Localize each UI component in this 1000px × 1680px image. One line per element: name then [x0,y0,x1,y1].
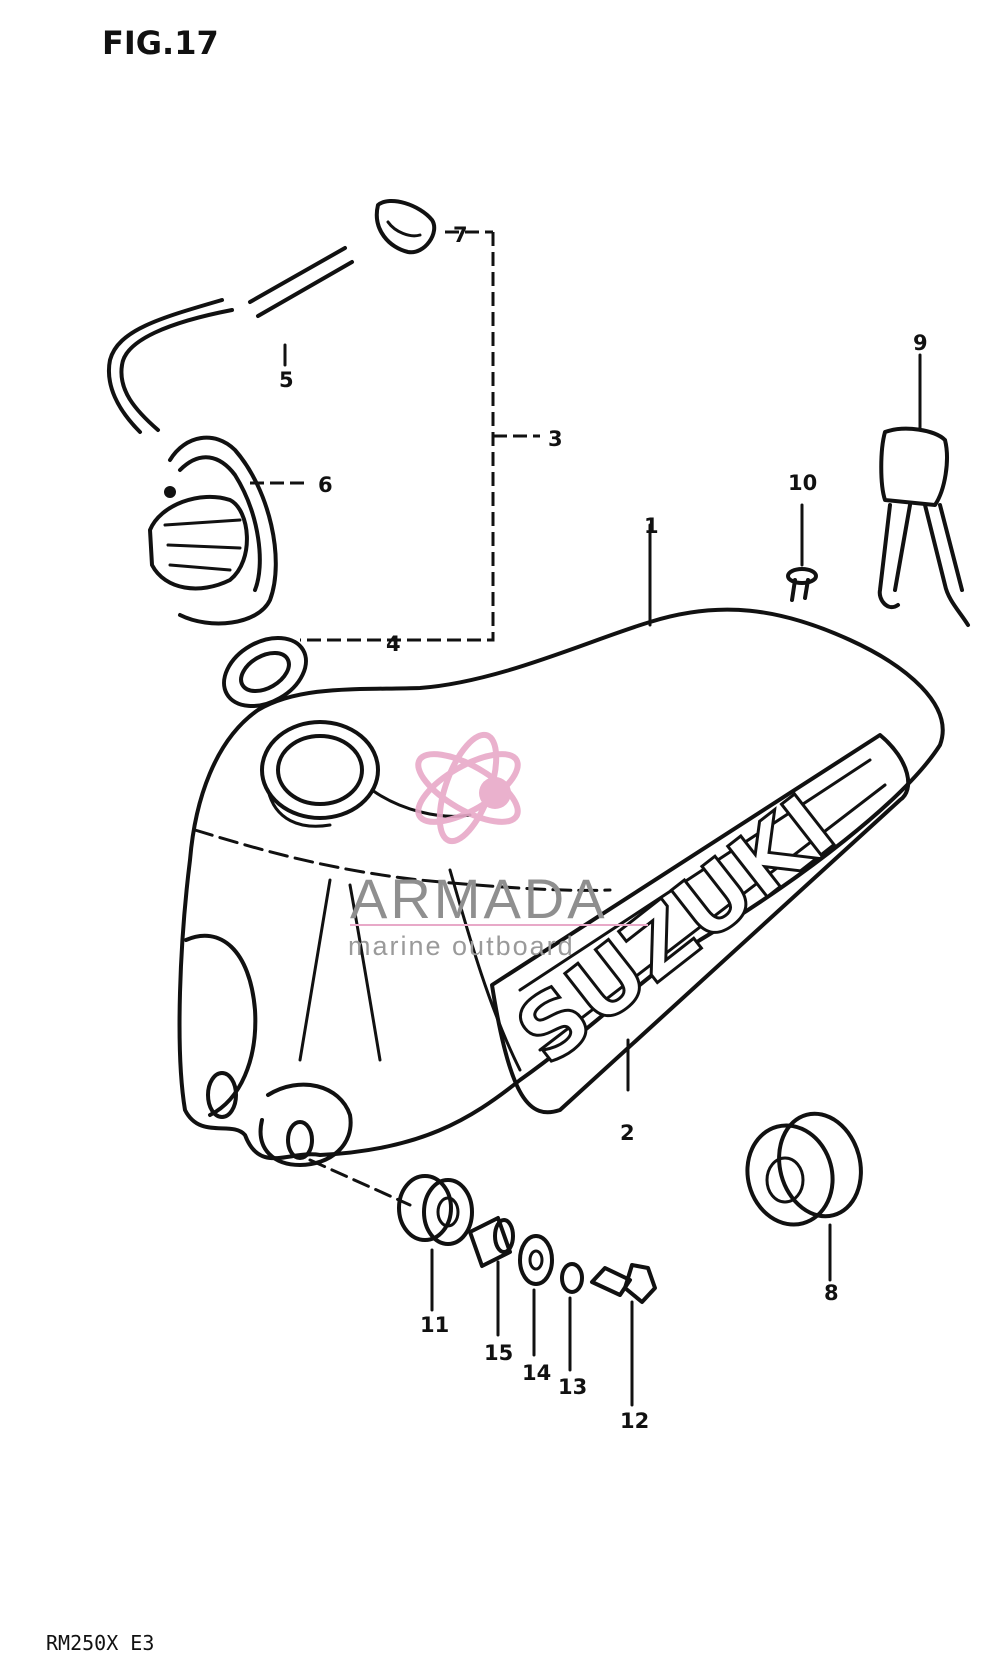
callout-8: 8 [824,1281,839,1305]
fuel-cap [148,435,278,626]
watermark-logo [415,731,521,845]
lock-washer [560,1262,584,1294]
callout-12: 12 [620,1409,649,1433]
callout-3: 3 [548,427,563,451]
watermark-name: ARMADA [350,867,608,930]
cap-gasket [222,635,308,709]
screw [786,567,818,602]
callout-7: 7 [453,223,468,247]
leader-lines [250,230,922,1407]
breather-hose [107,246,354,434]
callout-15: 15 [484,1341,513,1365]
watermark-tagline: marine outboard [348,931,575,961]
callout-1: 1 [644,514,659,538]
callout-14: 14 [522,1361,551,1385]
callout-11: 11 [420,1313,449,1337]
bolt [590,1263,657,1304]
callout-13: 13 [558,1375,587,1399]
callout-10: 10 [788,471,817,495]
washer [518,1234,554,1286]
rear-cushion [745,1111,863,1227]
callout-4: 4 [386,632,401,656]
collar [468,1216,515,1268]
model-code: RM250X E3 [46,1631,154,1655]
callout-9: 9 [913,331,928,355]
tank-strap [877,426,970,627]
callout-labels: 1 2 3 4 5 6 7 8 9 10 11 12 13 14 15 [279,223,928,1433]
callout-5: 5 [279,368,294,392]
callout-2: 2 [620,1121,635,1145]
figure-title: FIG.17 [102,24,219,62]
propeller-hub-icon [479,777,511,809]
callout-6: 6 [318,473,333,497]
hose-clip [374,199,437,255]
mount-cushion [397,1174,474,1246]
